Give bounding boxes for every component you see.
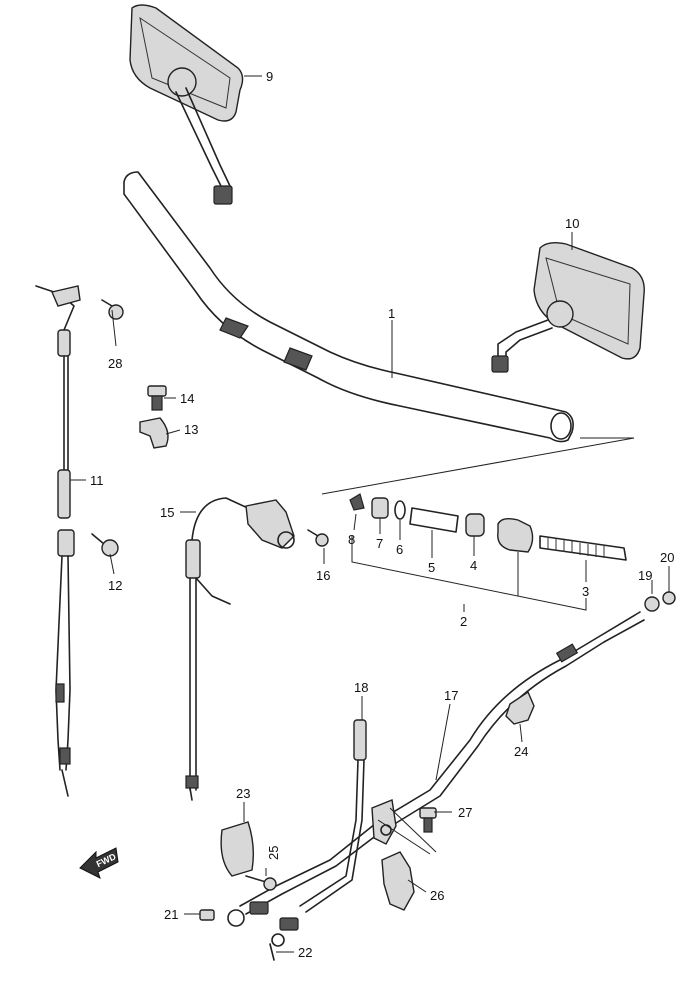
handlebar[interactable] — [123, 171, 574, 443]
screw-16[interactable] — [307, 529, 329, 547]
callout-27: 27 — [458, 805, 472, 820]
callout-21: 21 — [164, 907, 178, 922]
callout-1: 1 — [388, 306, 395, 321]
callout-19: 19 — [638, 568, 652, 583]
callout-3: 3 — [582, 584, 589, 599]
bolt-27[interactable] — [419, 807, 437, 833]
callout-4: 4 — [470, 558, 477, 573]
callout-11: 11 — [90, 473, 104, 488]
callout-6: 6 — [396, 542, 403, 557]
clamp-13[interactable] — [139, 417, 169, 449]
callout-16: 16 — [316, 568, 330, 583]
callout-10: 10 — [565, 216, 579, 231]
callout-26: 26 — [430, 888, 444, 903]
callout-18: 18 — [354, 680, 368, 695]
bolt-14[interactable] — [147, 385, 167, 411]
cable-ends[interactable] — [227, 901, 299, 947]
nut-19[interactable] — [644, 596, 660, 612]
callout-28: 28 — [108, 356, 122, 371]
front-direction-arrow: FWD — [79, 847, 119, 879]
left-cable-assembly[interactable] — [35, 285, 81, 797]
callout-24: 24 — [514, 744, 528, 759]
bolt-12[interactable] — [91, 533, 119, 557]
callout-8: 8 — [348, 532, 355, 547]
cable-18[interactable] — [239, 719, 387, 915]
callout-23: 23 — [236, 786, 250, 801]
pin-22[interactable] — [269, 943, 275, 961]
callout-2: 2 — [460, 614, 467, 629]
callout-25: 25 — [266, 846, 281, 860]
callout-13: 13 — [184, 422, 198, 437]
callout-22: 22 — [298, 945, 312, 960]
callout-12: 12 — [108, 578, 122, 593]
callout-5: 5 — [428, 560, 435, 575]
bar-end-parts[interactable] — [349, 493, 627, 561]
bracket-24[interactable] — [505, 690, 535, 725]
callout-14: 14 — [180, 391, 194, 406]
right-mirror[interactable] — [491, 241, 645, 373]
callout-17: 17 — [444, 688, 458, 703]
callout-20: 20 — [660, 550, 674, 565]
clamp-23[interactable] — [220, 821, 255, 877]
callout-15: 15 — [160, 505, 174, 520]
bolt-25[interactable] — [245, 875, 277, 891]
nut-21[interactable] — [199, 909, 215, 921]
left-mirror[interactable] — [129, 4, 244, 205]
cap-20[interactable] — [662, 591, 676, 605]
callout-7: 7 — [376, 536, 383, 551]
middle-cable-assembly[interactable] — [185, 497, 295, 801]
callout-9: 9 — [266, 69, 273, 84]
